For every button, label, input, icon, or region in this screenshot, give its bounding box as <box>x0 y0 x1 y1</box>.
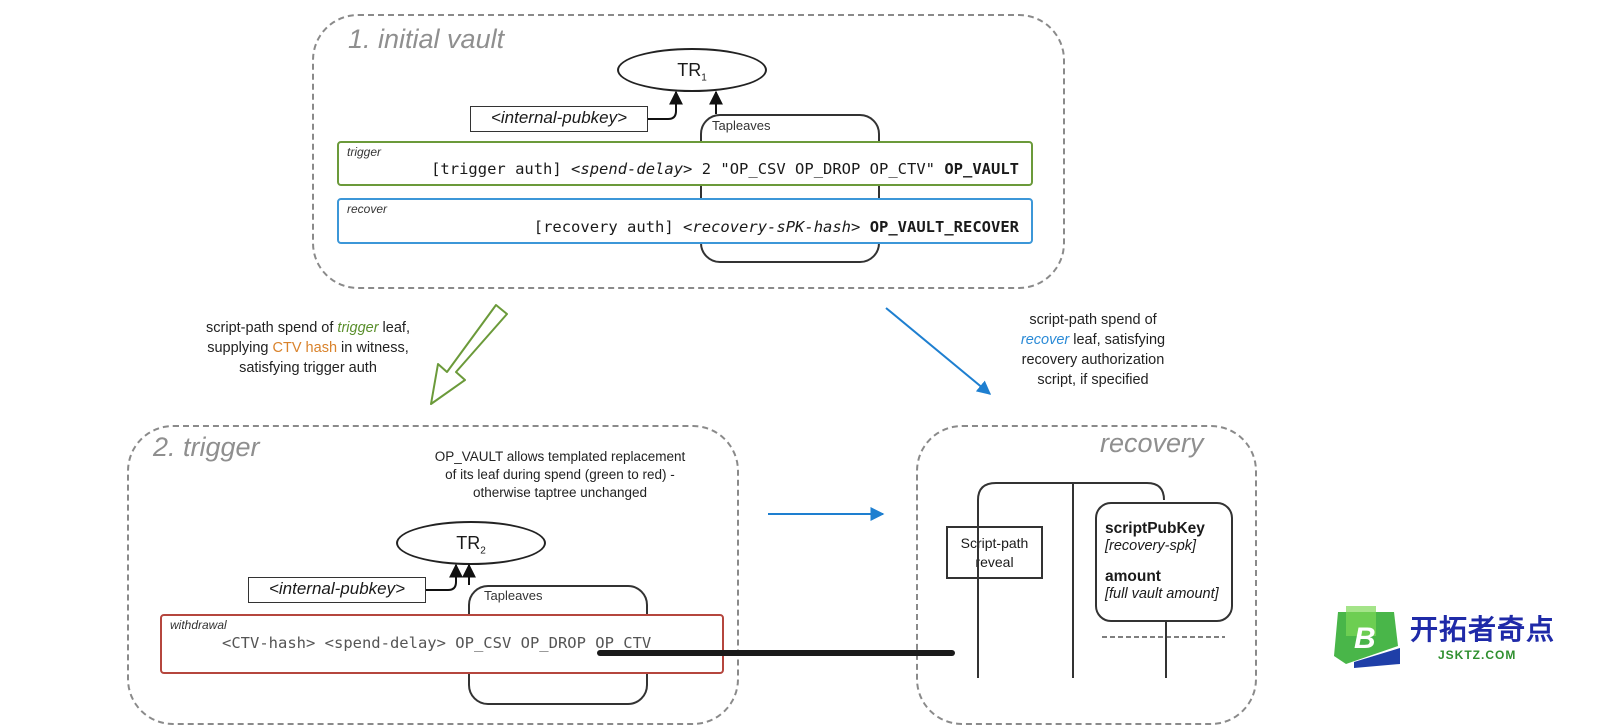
spk-value: [recovery-spk] <box>1105 538 1197 554</box>
initial-vault-container <box>312 14 1065 289</box>
logo-letter: B <box>1354 622 1376 655</box>
internal-pubkey-2: <internal-pubkey> <box>248 577 426 603</box>
tr1-label: TR <box>677 60 702 80</box>
trigger-script-pre: [trigger auth] < <box>431 160 581 178</box>
withdrawal-leaf-label: withdrawal <box>170 618 227 632</box>
logo-subtext: JSKTZ.COM <box>1438 648 1517 662</box>
trigger-leaf: trigger [trigger auth] <spend-delay> 2 "… <box>337 141 1033 186</box>
recover-leaf-script: [recovery auth] <recovery-sPK-hash> OP_V… <box>534 218 1019 236</box>
spk-key: scriptPubKey <box>1105 520 1205 537</box>
recovery-output-box: scriptPubKey [recovery-spk] amount [full… <box>1095 502 1233 622</box>
recover-transition-note: script-path spend of recover leaf, satis… <box>1000 310 1186 390</box>
trigger-script-var: spend-delay <box>580 160 684 178</box>
recover-transition-line-4: script, if specified <box>1037 372 1149 388</box>
templated-note-line-3: otherwise taptree unchanged <box>472 485 648 500</box>
recover-transition-line-1: script-path spend of <box>1029 312 1157 328</box>
recover-script-op: OP_VAULT_RECOVER <box>869 218 1019 236</box>
tr2-subscript: 2 <box>480 545 486 557</box>
trigger-transition-line-2: supplying CTV hash in witness, <box>207 340 409 356</box>
recover-leaf: recover [recovery auth] <recovery-sPK-ha… <box>337 198 1033 244</box>
recover-transition-line-3: recovery authorization <box>1021 352 1165 368</box>
recover-script-var: recovery-sPK-hash <box>692 218 852 236</box>
tr2-node: TR2 <box>396 521 546 565</box>
recover-script-mid: > <box>851 218 870 236</box>
initial-vault-title: 1. initial vault <box>348 24 505 54</box>
withdrawal-leaf-script: <CTV-hash> <spend-delay> OP_CSV OP_DROP … <box>222 634 652 652</box>
logo-icon: B <box>1334 606 1400 668</box>
trigger-leaf-script: [trigger auth] <spend-delay> 2 "OP_CSV O… <box>431 160 1019 178</box>
internal-pubkey-1: <internal-pubkey> <box>470 106 648 132</box>
recover-script-pre: [recovery auth] < <box>533 218 693 236</box>
trigger-leaf-label: trigger <box>347 145 382 159</box>
script-path-reveal-box: Script-path reveal <box>946 526 1043 579</box>
tapleaves-label-2: Tapleaves <box>484 588 543 603</box>
templated-note-line-2: of its leaf during spend (green to red) … <box>445 467 675 482</box>
watermark-logo: B 开拓者奇点 JSKTZ.COM <box>1330 604 1600 678</box>
pubkey-to-tr1-arrow <box>648 90 683 120</box>
tr2-label: TR <box>456 533 481 553</box>
templated-replacement-note: OP_VAULT allows templated replacement of… <box>410 448 710 502</box>
amount-value: [full vault amount] <box>1105 586 1219 602</box>
recover-transition-line-2: recover leaf, satisfying <box>1020 332 1166 348</box>
trigger-title: 2. trigger <box>153 432 260 462</box>
trigger-transition-line-1: script-path spend of trigger leaf, <box>206 320 410 336</box>
tr1-node: TR1 <box>617 48 767 92</box>
trigger-spend-arrow <box>430 304 508 405</box>
recovery-title: recovery <box>1100 428 1204 458</box>
pubkey-to-tr2-arrow <box>426 563 463 591</box>
trigger-script-op: OP_VAULT <box>944 160 1019 178</box>
amount-key: amount <box>1105 568 1161 585</box>
withdrawal-leaf: withdrawal <CTV-hash> <spend-delay> OP_C… <box>160 614 724 674</box>
logo-text: 开拓者奇点 <box>1410 614 1556 645</box>
recovery-tree-frame <box>977 482 1165 678</box>
trigger-transition-note: script-path spend of trigger leaf, suppl… <box>188 318 428 378</box>
templated-note-line-1: OP_VAULT allows templated replacement <box>434 449 686 464</box>
recover-spend-arrow <box>885 307 992 395</box>
trigger-script-mid: > 2 "OP_CSV OP_DROP OP_CTV" <box>683 160 945 178</box>
reveal-line-2: reveal <box>975 554 1014 570</box>
tapleaves-frame-1 <box>700 114 880 263</box>
connector-overlay <box>426 90 1225 678</box>
trigger-transition-line-3: satisfying trigger auth <box>239 360 377 376</box>
tapleaves-label-1: Tapleaves <box>712 118 771 133</box>
home-indicator-bar <box>597 650 955 656</box>
recover-leaf-label: recover <box>347 202 388 216</box>
tr1-subscript: 1 <box>701 72 707 84</box>
